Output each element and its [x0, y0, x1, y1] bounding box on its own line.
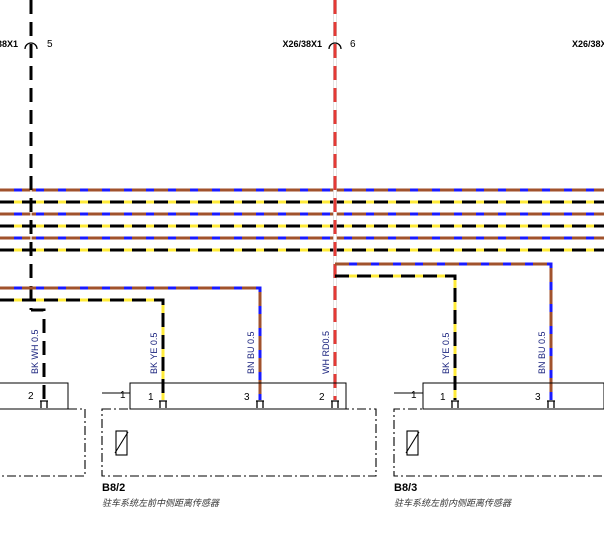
wire-bk-ye-b82 [0, 298, 165, 400]
pin-number: 2 [28, 391, 34, 402]
splice-label: X26/38X1 [0, 39, 18, 49]
component-id: B8/3 [394, 482, 417, 494]
splice-pin: 5 [47, 39, 53, 50]
wire-wh-rd [333, 0, 337, 400]
splice-symbol-6 [328, 42, 342, 50]
splice-symbol-5 [24, 42, 38, 50]
wire-bn-bu-b82 [0, 286, 262, 400]
pin-number: 3 [244, 392, 250, 403]
component-description: 驻车系统左前中侧距离传感器 [102, 498, 220, 508]
wire-label: BN BU 0.5 [246, 331, 256, 374]
splice-pin: 6 [350, 39, 356, 50]
connector-housing [0, 382, 604, 410]
pin-number: 2 [319, 392, 325, 403]
wire-bundle [0, 188, 604, 252]
sensor-icon [114, 430, 129, 456]
component-description: 驻车系统左前内侧距离传感器 [394, 498, 512, 508]
splice-label: X26/38X [572, 39, 604, 49]
wire-label: BK YE 0.5 [441, 333, 451, 374]
pin-number: 1 [120, 390, 126, 401]
splice-label: X26/38X1 [282, 39, 322, 49]
wire-bn-bu-b83 [335, 262, 553, 400]
pin-number: 1 [411, 390, 417, 401]
wire-label: BK WH 0.5 [30, 329, 40, 374]
pin-number: 3 [535, 392, 541, 403]
pin-number: 1 [148, 392, 154, 403]
component-outline [0, 408, 604, 477]
wire-bk-ye-b83 [335, 274, 457, 400]
pin-number: 1 [440, 392, 446, 403]
component-id: B8/2 [102, 482, 125, 494]
wire-bk-wh [29, 0, 46, 400]
pin-terminals [40, 400, 555, 408]
sensor-icon [405, 430, 420, 456]
wire-label: WH RD0.5 [321, 331, 331, 374]
wire-label: BN BU 0.5 [537, 331, 547, 374]
wire-label: BK YE 0.5 [149, 333, 159, 374]
